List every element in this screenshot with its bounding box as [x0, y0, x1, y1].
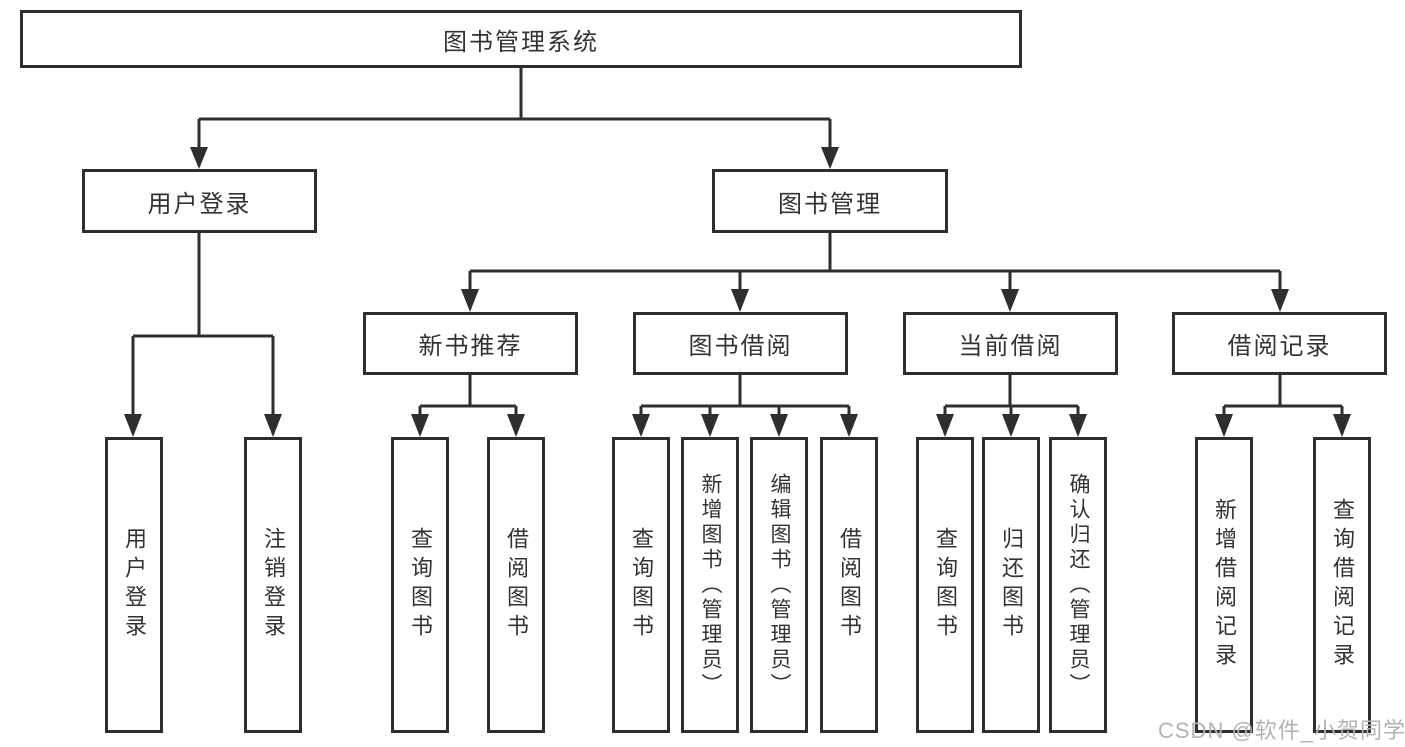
- leaf-br-query-record-label: 查询借阅记录: [1330, 498, 1355, 672]
- leaf-cb-confirm-return: 确认归还（管理员）: [1049, 437, 1107, 733]
- leaf-user-login: 用户登录: [105, 437, 163, 733]
- node-root-system: 图书管理系统: [20, 10, 1022, 68]
- csdn-watermark: CSDN @软件_小贺同学: [1158, 718, 1405, 743]
- leaf-logout: 注销登录: [244, 437, 302, 733]
- leaf-br-query-record: 查询借阅记录: [1313, 437, 1371, 733]
- node-book-borrow-label: 图书借阅: [688, 333, 793, 360]
- leaf-bb-edit-book-label: 编辑图书（管理员）: [768, 472, 791, 698]
- node-current-borrow-label: 当前借阅: [958, 333, 1063, 360]
- leaf-cb-query-book: 查询图书: [916, 437, 974, 733]
- leaf-bb-borrow-book: 借阅图书: [820, 437, 878, 733]
- leaf-user-login-label: 用户登录: [122, 527, 147, 643]
- leaf-bb-edit-book: 编辑图书（管理员）: [750, 437, 808, 733]
- leaf-cb-return-book-label: 归还图书: [999, 527, 1024, 643]
- leaf-br-add-record-label: 新增借阅记录: [1212, 498, 1237, 672]
- node-book-borrow: 图书借阅: [633, 312, 848, 375]
- leaf-cb-confirm-return-label: 确认归还（管理员）: [1067, 472, 1090, 698]
- node-current-borrow: 当前借阅: [903, 312, 1118, 375]
- leaf-bb-query-book: 查询图书: [612, 437, 670, 733]
- node-book-management-label: 图书管理: [778, 190, 882, 218]
- leaf-cb-return-book: 归还图书: [982, 437, 1040, 733]
- leaf-nb-query-book-label: 查询图书: [408, 527, 433, 643]
- node-user-login: 用户登录: [82, 169, 317, 233]
- leaf-bb-borrow-book-label: 借阅图书: [837, 527, 862, 643]
- leaf-br-add-record: 新增借阅记录: [1195, 437, 1253, 733]
- arrowheads: [124, 147, 1351, 437]
- leaf-bb-add-book: 新增图书（管理员）: [681, 437, 739, 733]
- leaf-nb-borrow-book-label: 借阅图书: [504, 527, 529, 643]
- node-borrow-records-label: 借阅记录: [1227, 333, 1332, 360]
- leaf-nb-borrow-book: 借阅图书: [487, 437, 545, 733]
- node-borrow-records: 借阅记录: [1172, 312, 1387, 375]
- node-new-book-recommend-label: 新书推荐: [418, 333, 523, 360]
- leaf-bb-add-book-label: 新增图书（管理员）: [699, 472, 722, 698]
- leaf-bb-query-book-label: 查询图书: [629, 527, 654, 643]
- node-root-label: 图书管理系统: [443, 28, 599, 56]
- node-new-book-recommend: 新书推荐: [363, 312, 578, 375]
- node-user-login-label: 用户登录: [147, 190, 252, 218]
- leaf-logout-label: 注销登录: [261, 527, 286, 643]
- leaf-cb-query-book-label: 查询图书: [933, 527, 958, 643]
- leaf-nb-query-book: 查询图书: [391, 437, 449, 733]
- node-book-management: 图书管理: [712, 169, 948, 233]
